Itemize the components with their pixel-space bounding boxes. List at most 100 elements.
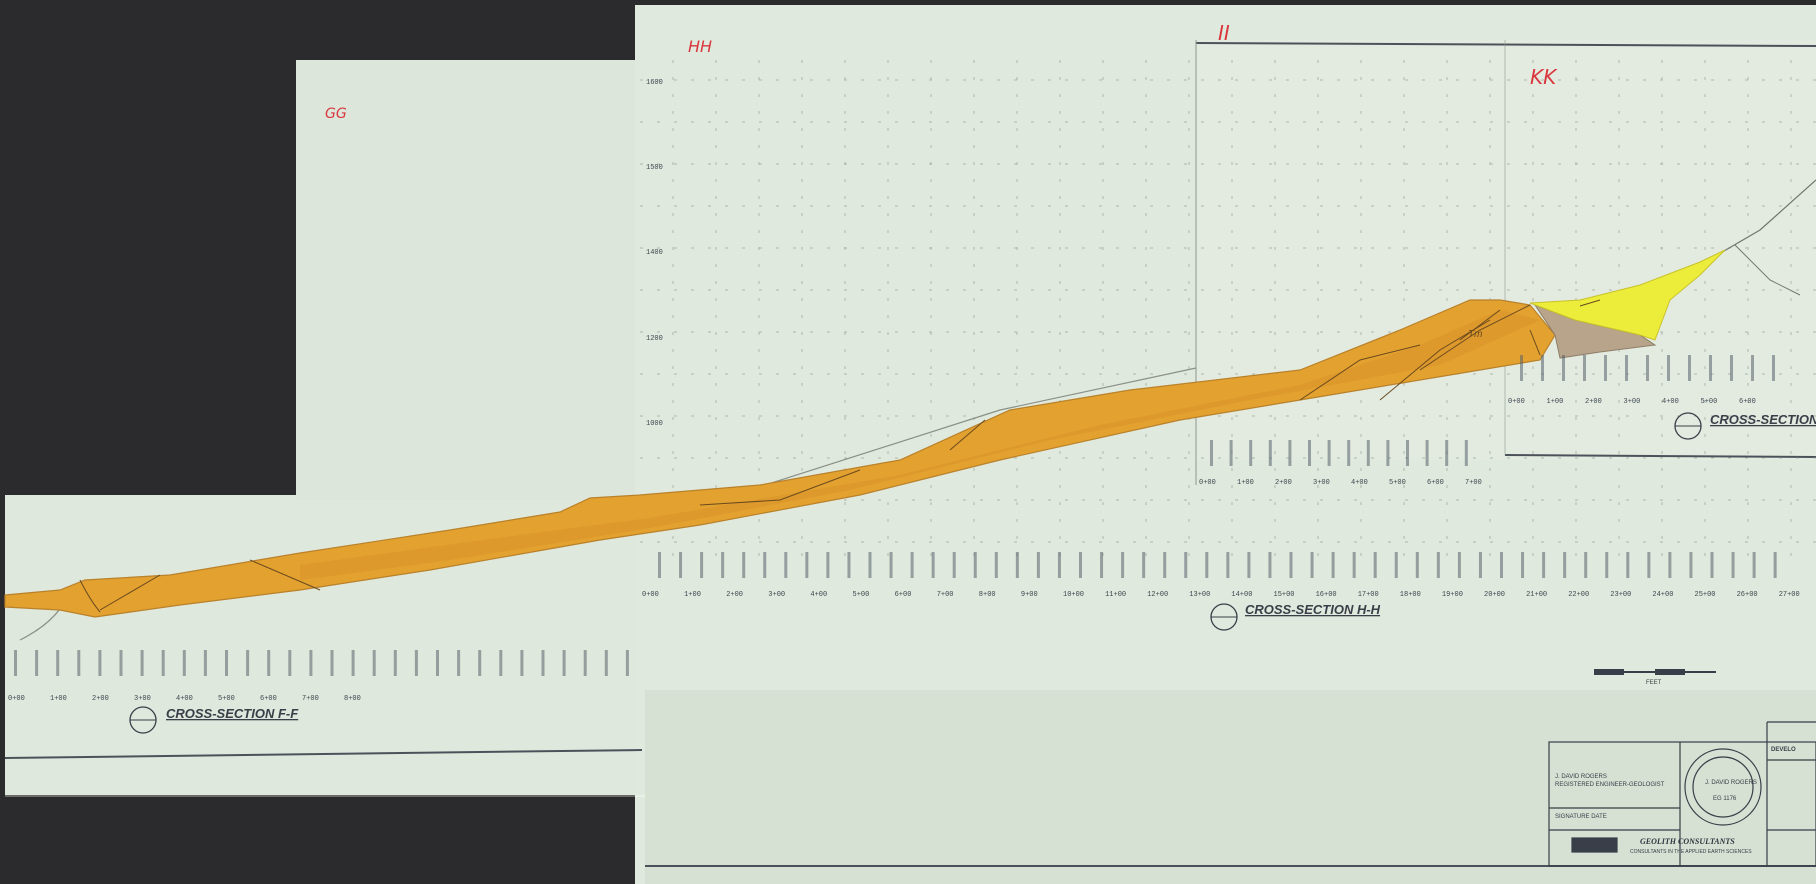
elevation-value-mark — [288, 650, 292, 676]
elevation-value-mark — [203, 650, 207, 676]
elevation-value-mark — [1583, 355, 1586, 381]
ff-station-label: 1+00 — [50, 695, 67, 703]
elevation-value-mark — [1327, 440, 1331, 466]
elevation-value-mark — [847, 552, 851, 578]
elevation-value-mark — [35, 650, 39, 676]
elevation-value-mark — [1210, 440, 1213, 466]
ii-station-label: 6+00 — [1427, 479, 1444, 487]
ff-station-label: 5+00 — [218, 695, 235, 703]
elevation-value-mark — [1289, 552, 1293, 578]
project-label: DEVELO — [1771, 747, 1796, 753]
elevation-value-mark — [1731, 552, 1735, 578]
formation-orange — [4, 299, 1556, 618]
geology-label-tm: Tm — [1468, 329, 1482, 340]
elevation-value-mark — [56, 650, 60, 676]
elevation-value-mark — [1142, 552, 1146, 578]
elevation-value-mark — [1352, 552, 1356, 578]
sheet-hh-lower — [645, 690, 1816, 884]
hh-station-label: 26+00 — [1737, 591, 1758, 599]
elevation-value-mark — [1163, 552, 1167, 578]
elevation-value-mark — [1541, 355, 1544, 381]
elevation-value-mark — [140, 650, 144, 676]
hh-station-label: 11+00 — [1105, 591, 1126, 599]
ff-station-label: 7+00 — [302, 695, 319, 703]
engineer-name: J. DAVID ROGERS — [1555, 774, 1607, 780]
elevation-value-mark — [1626, 552, 1630, 578]
elevation-value-mark — [1478, 552, 1482, 578]
hh-station-label: 4+00 — [810, 591, 827, 599]
elevation-value-mark — [1625, 355, 1628, 381]
elevation-value-mark — [457, 650, 461, 676]
elevation-value-mark — [1584, 552, 1588, 578]
elevation-value-mark — [520, 650, 524, 676]
hh-station-label: 7+00 — [937, 591, 954, 599]
elevation-value-mark — [1521, 552, 1525, 578]
elevation-value-mark — [309, 650, 313, 676]
elev-label-1200: 1200 — [646, 335, 663, 343]
elevation-value-mark — [14, 650, 17, 676]
elevation-value-mark — [267, 650, 271, 676]
hh-station-label: 1+00 — [684, 591, 701, 599]
elevation-value-mark — [1366, 440, 1370, 466]
elevation-value-mark — [1520, 355, 1523, 381]
ff-station-label: 2+00 — [92, 695, 109, 703]
elevation-value-mark — [1249, 440, 1253, 466]
section-title-hh: CROSS-SECTION H-H — [1245, 602, 1381, 617]
engineer-role: REGISTERED ENGINEER-GEOLOGIST — [1555, 782, 1665, 788]
elevation-value-mark — [1331, 552, 1335, 578]
section-title-kk: CROSS-SECTION — [1710, 412, 1816, 427]
elevation-value-mark — [1268, 552, 1272, 578]
elevation-value-mark — [541, 650, 545, 676]
elevation-value-mark — [436, 650, 439, 676]
elevation-value-mark — [1464, 440, 1468, 466]
elevation-value-mark — [562, 650, 566, 676]
elevation-value-mark — [1542, 552, 1546, 578]
kk-station-label: 6+00 — [1739, 398, 1756, 406]
elevation-value-mark — [1310, 552, 1314, 578]
hh-station-label: 6+00 — [895, 591, 912, 599]
hh-station-label: 0+00 — [642, 591, 659, 599]
label-ii: II — [1218, 21, 1230, 45]
elevation-value-mark — [1406, 440, 1409, 466]
label-gg: GG — [325, 106, 347, 122]
elevation-value-mark — [1288, 440, 1292, 466]
elevation-value-mark — [1604, 355, 1607, 381]
elevation-value-mark — [742, 552, 746, 578]
elevation-value-mark — [225, 650, 228, 676]
elevation-value-mark — [1057, 552, 1061, 578]
hh-station-label: 5+00 — [853, 591, 870, 599]
elevation-value-mark — [1121, 552, 1125, 578]
hh-station-label: 20+00 — [1484, 591, 1505, 599]
elevation-value-mark — [330, 650, 334, 676]
hh-station-label: 27+00 — [1779, 591, 1800, 599]
elevation-value-mark — [625, 650, 629, 676]
ii-station-label: 7+00 — [1465, 479, 1482, 487]
hh-station-label: 14+00 — [1231, 591, 1252, 599]
elevation-value-mark — [1415, 552, 1419, 578]
ii-station-label: 0+00 — [1199, 479, 1216, 487]
label-hh: HH — [688, 37, 712, 56]
elevation-value-mark — [246, 650, 250, 676]
elevation-value-mark — [119, 650, 123, 676]
elevation-values-kk — [1520, 355, 1775, 381]
hh-station-label: 15+00 — [1274, 591, 1295, 599]
section-title-ff: CROSS-SECTION F-F — [166, 706, 299, 721]
hh-station-label: 25+00 — [1695, 591, 1716, 599]
elevation-value-mark — [700, 552, 704, 578]
elevation-value-mark — [1184, 552, 1188, 578]
elevation-value-mark — [1436, 552, 1440, 578]
section-symbol-ff — [129, 706, 157, 734]
hh-station-label: 9+00 — [1021, 591, 1038, 599]
elevation-value-mark — [1773, 552, 1777, 578]
ii-station-label: 1+00 — [1237, 479, 1254, 487]
elevation-value-mark — [1500, 552, 1503, 578]
elevation-value-mark — [931, 552, 935, 578]
elevation-value-mark — [889, 552, 893, 578]
elevation-value-mark — [805, 552, 809, 578]
kk-station-label: 4+00 — [1662, 398, 1679, 406]
sheet-kk-bottom-border — [1504, 454, 1816, 458]
elevation-values-ii — [1210, 440, 1468, 466]
elevation-value-mark — [1668, 552, 1672, 578]
